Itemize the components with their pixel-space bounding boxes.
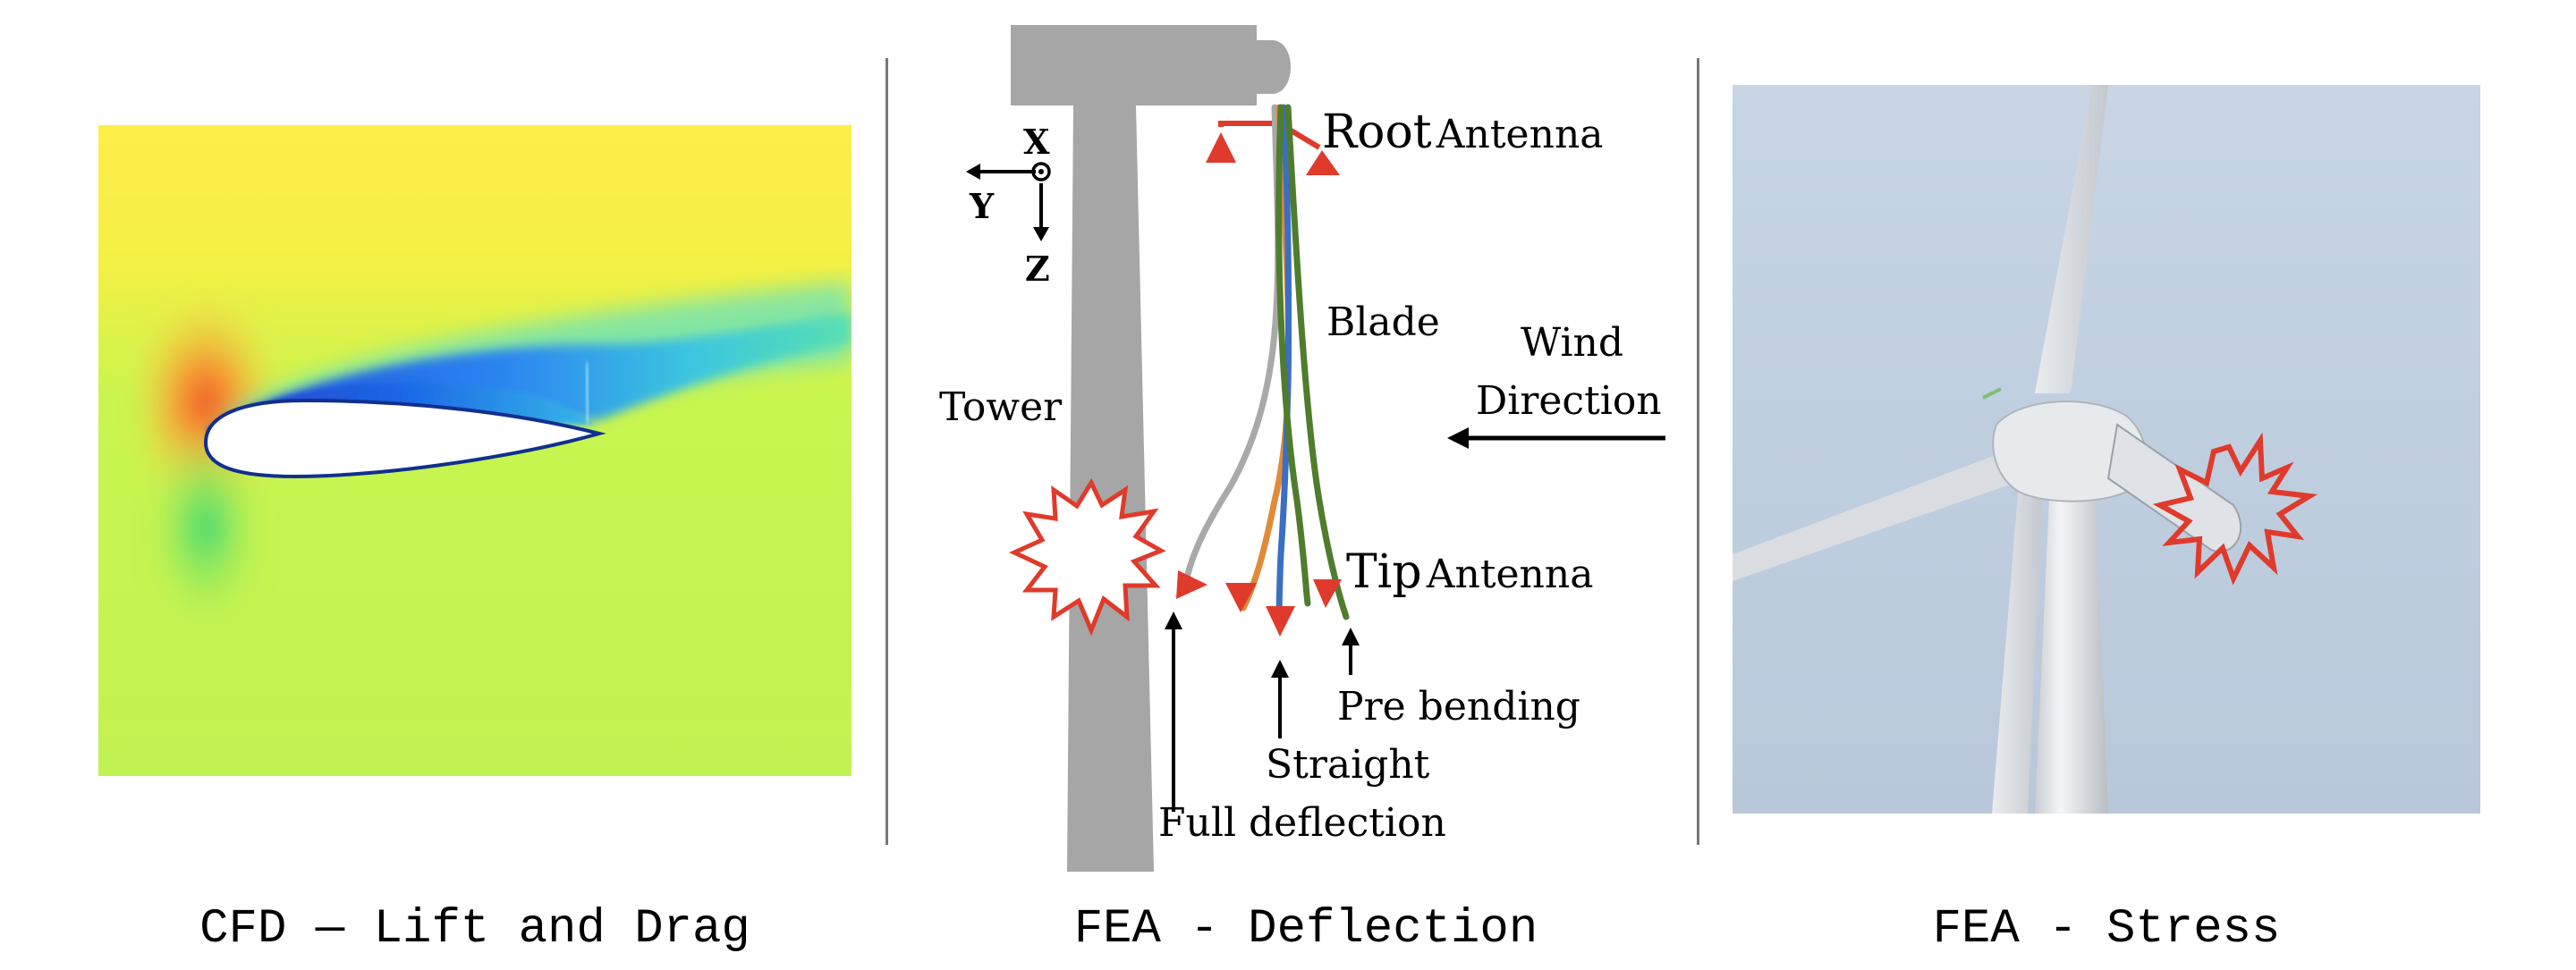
coordinate-axes (966, 162, 1051, 241)
tip-antenna-label: Tip Antenna (1346, 545, 1593, 599)
hub-shape (1257, 40, 1291, 94)
wind-direction-label-2: Direction (1476, 378, 1662, 424)
axis-y-label: Y (969, 186, 995, 226)
airfoil-shape (203, 398, 606, 479)
pointer-arrows (1165, 612, 1360, 812)
deflection-diagram: X Y Z Root Antenna (939, 25, 1665, 872)
divider-right (1697, 58, 1699, 845)
turbine-blade-up (2035, 85, 2108, 393)
turbine-tower (2035, 478, 2108, 814)
stress-panel (1733, 85, 2480, 814)
blade-label: Blade (1326, 299, 1440, 345)
turbine-photo (1733, 85, 2480, 814)
deflection-caption: FEA - Deflection (1073, 902, 1538, 957)
deflection-panel: X Y Z Root Antenna (921, 0, 1690, 885)
turbine-blade-left (1733, 447, 2028, 581)
cfd-panel (98, 125, 852, 776)
nacelle-shape (1011, 25, 1257, 105)
axis-x-label: X (1023, 122, 1050, 162)
turbine-blade-down (1992, 460, 2044, 814)
stress-caption: FEA - Stress (1932, 902, 2281, 957)
turbine-broken-blade (2106, 423, 2242, 552)
blade-full-deflection (1182, 104, 1282, 589)
axis-z-label: Z (1025, 249, 1050, 289)
blade-curves (1182, 104, 1350, 629)
tower-shape (1067, 105, 1154, 872)
tip-antennas (1176, 570, 1342, 637)
wind-direction-label-1: Wind (1521, 320, 1623, 366)
blade-straight (1275, 104, 1292, 629)
pre-bending-label: Pre bending (1337, 684, 1580, 730)
root-antenna (1206, 121, 1340, 175)
blade-green-inner (1275, 104, 1311, 607)
full-deflection-label: Full deflection (1158, 800, 1446, 846)
cfd-caption: CFD — Lift and Drag (199, 902, 750, 957)
damage-star-tower (1009, 477, 1166, 637)
root-antenna-label: Root Antenna (1322, 105, 1604, 159)
wind-arrow (1447, 427, 1665, 449)
tower-label: Tower (939, 384, 1063, 430)
damage-star-blade (2152, 432, 2318, 586)
cfd-contour-image (98, 125, 852, 776)
divider-left (886, 58, 888, 845)
blade-pre-bending-outer (1284, 104, 1350, 620)
straight-label: Straight (1266, 742, 1430, 788)
